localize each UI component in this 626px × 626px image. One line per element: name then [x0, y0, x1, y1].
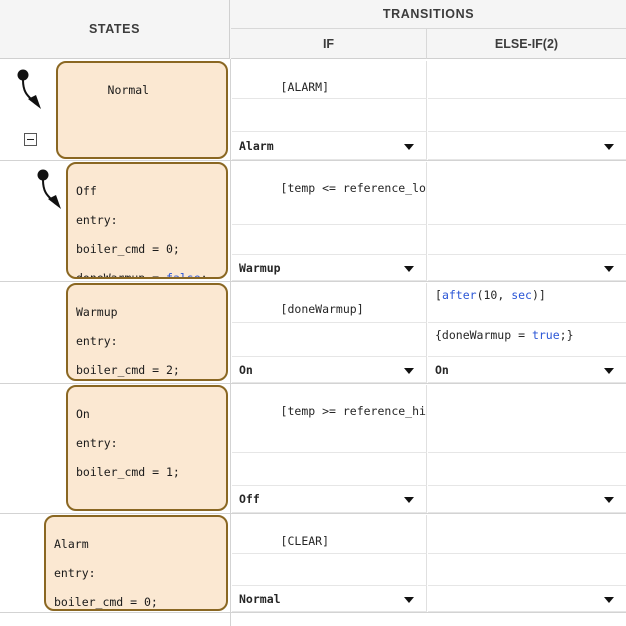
state-box-alarm[interactable]: Alarm entry: boiler_cmd = 0; — [44, 515, 228, 611]
row-separator — [0, 383, 626, 384]
table-header: STATES TRANSITIONS IF ELSE-IF(2) — [0, 0, 626, 59]
chevron-down-icon[interactable] — [404, 144, 414, 150]
if-destination-alarm[interactable]: Normal — [232, 586, 427, 612]
action-prefix: {doneWarmup = — [435, 328, 532, 342]
if-condition-normal[interactable]: [ALARM] — [232, 61, 427, 99]
state-box-warmup[interactable]: Warmup entry: boiler_cmd = 2; — [66, 283, 228, 381]
elseif-destination-alarm[interactable] — [428, 586, 626, 612]
literal-false: false — [166, 271, 201, 279]
chevron-down-icon[interactable] — [604, 144, 614, 150]
if-condition-alarm[interactable]: [CLEAR] — [232, 515, 427, 554]
elseif-action-warmup[interactable]: {doneWarmup = true;} — [428, 323, 626, 357]
elseif-action-on[interactable] — [428, 453, 626, 486]
state-action-line-1: boiler_cmd = 1; — [76, 465, 180, 479]
destination-text: On — [435, 363, 449, 377]
state-label-off: Off — [76, 184, 97, 198]
elseif-condition-warmup[interactable]: [after(10, sec)] — [428, 283, 626, 323]
destination-text: Normal — [239, 592, 281, 606]
state-action-line-1: boiler_cmd = 0; — [76, 242, 180, 256]
table-body: Normal [ALARM] Alarm Off entry: boile — [0, 59, 626, 626]
if-condition-warmup[interactable]: [doneWarmup] — [232, 283, 427, 323]
keyword-after: after — [442, 288, 477, 302]
elseif-action-normal[interactable] — [428, 99, 626, 132]
state-label-normal: Normal — [108, 83, 150, 97]
bracket-close: )] — [532, 288, 546, 302]
state-label-alarm: Alarm — [54, 537, 89, 551]
state-box-off[interactable]: Off entry: boiler_cmd = 0; doneWarmup = … — [66, 162, 228, 279]
if-destination-warmup[interactable]: On — [232, 357, 427, 383]
state-entry-keyword: entry: — [76, 334, 118, 348]
state-label-on: On — [76, 407, 90, 421]
if-condition-off[interactable]: [temp <= reference_low] — [232, 162, 427, 225]
minus-glyph — [27, 139, 34, 141]
default-transition-arrow[interactable] — [14, 67, 54, 112]
if-destination-on[interactable]: Off — [232, 486, 427, 513]
chevron-down-icon[interactable] — [404, 368, 414, 374]
destination-text: Warmup — [239, 261, 281, 275]
elseif-destination-warmup[interactable]: On — [428, 357, 626, 383]
condition-text: [temp >= reference_high] — [281, 404, 427, 418]
elseif-action-off[interactable] — [428, 225, 626, 255]
if-action-alarm[interactable] — [232, 554, 427, 586]
destination-text: Off — [239, 492, 260, 506]
row-separator — [0, 513, 626, 514]
condition-text: [doneWarmup] — [281, 302, 364, 316]
row-separator — [0, 281, 626, 282]
if-condition-on[interactable]: [temp >= reference_high] — [232, 385, 427, 453]
row-separator — [0, 612, 626, 613]
row-separator — [0, 160, 626, 161]
elseif-condition-off[interactable] — [428, 162, 626, 225]
elseif-condition-alarm[interactable] — [428, 515, 626, 554]
state-label-warmup: Warmup — [76, 305, 118, 319]
elseif-destination-normal[interactable] — [428, 132, 626, 160]
state-entry-keyword: entry: — [54, 566, 96, 580]
elseif-condition-normal[interactable] — [428, 61, 626, 99]
condition-text: [ALARM] — [281, 80, 329, 94]
state-entry-keyword: entry: — [76, 213, 118, 227]
semicolon: ; — [201, 271, 208, 279]
if-destination-normal[interactable]: Alarm — [232, 132, 427, 160]
column-header-if[interactable]: IF — [231, 29, 427, 59]
bracket-open: [ — [435, 288, 442, 302]
condition-text: [temp <= reference_low] — [281, 181, 427, 195]
column-header-transitions[interactable]: TRANSITIONS — [231, 0, 626, 29]
chevron-down-icon[interactable] — [404, 597, 414, 603]
state-entry-keyword: entry: — [76, 436, 118, 450]
condition-text: [after(10, sec)] — [435, 288, 546, 302]
column-header-elseif2[interactable]: ELSE-IF(2) — [427, 29, 626, 59]
chevron-down-icon[interactable] — [604, 368, 614, 374]
keyword-sec: sec — [511, 288, 532, 302]
after-args: (10, — [477, 288, 512, 302]
destination-text: On — [239, 363, 253, 377]
state-action-line-1: boiler_cmd = 0; — [54, 595, 158, 609]
state-action-line-1: boiler_cmd = 2; — [76, 363, 180, 377]
state-box-normal[interactable]: Normal — [56, 61, 228, 159]
elseif-destination-on[interactable] — [428, 486, 626, 513]
chevron-down-icon[interactable] — [404, 497, 414, 503]
if-action-normal[interactable] — [232, 99, 427, 132]
elseif-action-alarm[interactable] — [428, 554, 626, 586]
condition-text: [CLEAR] — [281, 534, 329, 548]
chevron-down-icon[interactable] — [604, 497, 614, 503]
state-box-on[interactable]: On entry: boiler_cmd = 1; — [66, 385, 228, 511]
destination-text: Alarm — [239, 139, 274, 153]
column-header-states[interactable]: STATES — [0, 0, 230, 59]
if-action-on[interactable] — [232, 453, 427, 486]
if-action-warmup[interactable] — [232, 323, 427, 357]
elseif-condition-on[interactable] — [428, 385, 626, 453]
collapse-toggle-icon[interactable] — [24, 133, 37, 146]
if-destination-off[interactable]: Warmup — [232, 255, 427, 281]
chevron-down-icon[interactable] — [604, 266, 614, 272]
action-text: {doneWarmup = true;} — [435, 328, 574, 342]
literal-true: true — [532, 328, 560, 342]
state-action-line-2: doneWarmup = — [76, 271, 166, 279]
chevron-down-icon[interactable] — [404, 266, 414, 272]
chevron-down-icon[interactable] — [604, 597, 614, 603]
elseif-destination-off[interactable] — [428, 255, 626, 281]
action-suffix: ;} — [560, 328, 574, 342]
if-action-off[interactable] — [232, 225, 427, 255]
